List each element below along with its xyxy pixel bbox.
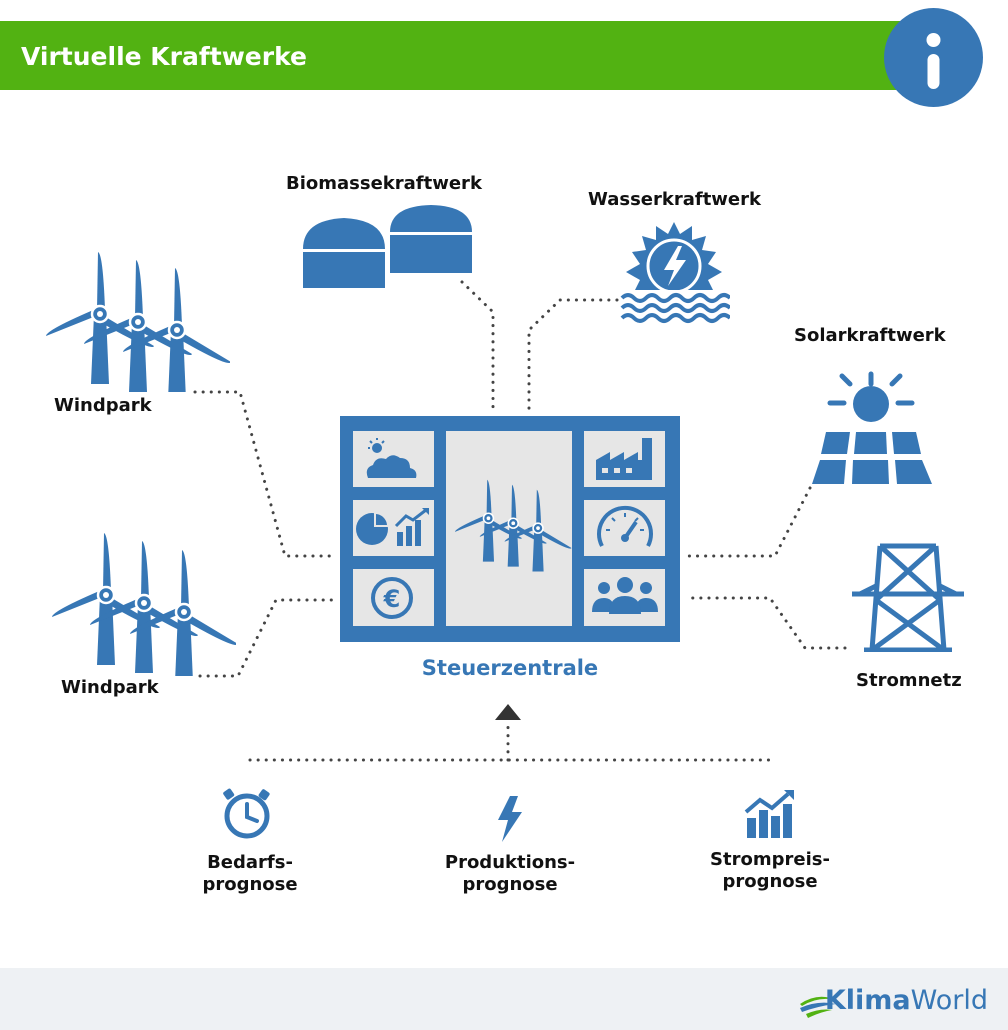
solar-plant-icon [812, 371, 932, 484]
forecast-production-line1: Produktions- [444, 852, 576, 873]
label-biomass: Biomassekraftwerk [286, 173, 482, 194]
lightning-icon [498, 796, 522, 842]
brand-logo-icon [800, 996, 836, 1018]
forecast-demand-line2: prognose [202, 874, 298, 895]
weather-icon [366, 443, 417, 478]
label-grid: Stromnetz [856, 670, 962, 691]
connector-wind-bottom [198, 598, 335, 678]
connector-solar [686, 486, 812, 558]
connector-wind-top [193, 390, 335, 558]
label-solar: Solarkraftwerk [794, 325, 946, 346]
people-group-icon [592, 577, 658, 614]
arrow-up-icon [495, 704, 521, 720]
bar-chart-icon [394, 508, 429, 546]
label-wind-top: Windpark [54, 395, 152, 416]
euro-icon: € [371, 577, 413, 619]
power-pylon-icon [852, 543, 964, 652]
rising-chart-icon [744, 790, 794, 838]
connector-grid [686, 596, 847, 650]
info-icon[interactable] [884, 8, 983, 107]
forecast-demand-line1: Bedarfs- [207, 852, 293, 873]
factory-icon [596, 438, 652, 480]
header-bar [0, 21, 912, 90]
connector-biomass [460, 280, 495, 412]
forecast-price-line2: prognose [722, 871, 818, 892]
connector-hydro [527, 298, 619, 412]
brand-name-part1: Klima [824, 985, 911, 1016]
brand-name-part2: World [910, 985, 988, 1016]
pie-chart-icon [356, 511, 390, 545]
footer [0, 968, 1008, 1030]
label-hydro: Wasserkraftwerk [588, 189, 761, 210]
forecast-price-line1: Strompreis- [710, 849, 830, 870]
biogas-plant-icon [303, 205, 472, 288]
forecast-production-line2: prognose [462, 874, 558, 895]
stopwatch-icon [223, 788, 270, 839]
info-glyph [926, 33, 941, 89]
control-center-panel: € [340, 416, 680, 642]
forecast-demand: Bedarfs- prognose [180, 852, 320, 896]
wind-park-bottom-icon [50, 532, 236, 676]
wind-park-top-icon [44, 250, 230, 392]
hydro-plant-icon [618, 222, 730, 323]
forecast-price: Strompreis- prognose [700, 849, 840, 893]
brand-name: KlimaWorld [825, 985, 988, 1017]
tile-main-display [446, 431, 572, 626]
svg-text:€: € [383, 585, 401, 613]
forecast-production: Produktions- prognose [430, 852, 590, 896]
central-label: Steuerzentrale [421, 656, 599, 680]
label-wind-bottom: Windpark [61, 677, 159, 698]
page-title: Virtuelle Kraftwerke [21, 42, 307, 71]
